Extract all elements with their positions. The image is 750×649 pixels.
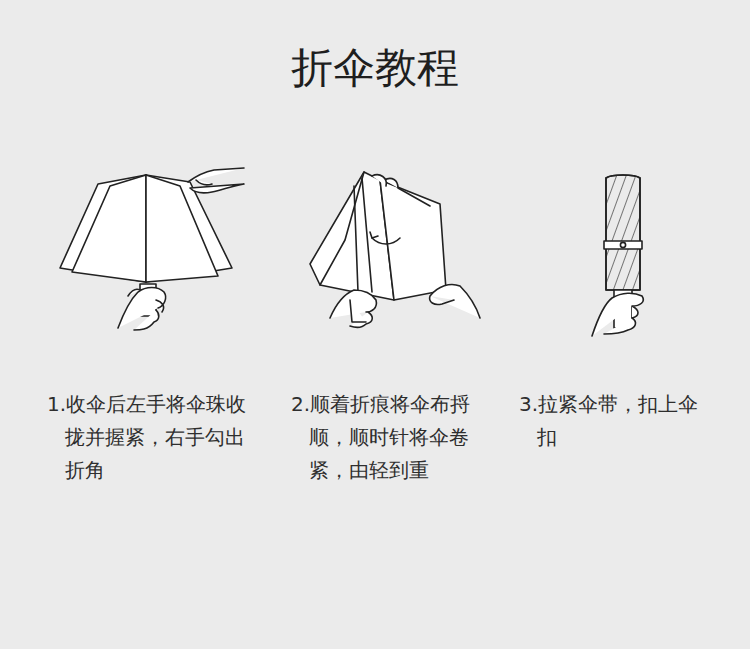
step-caption: 2.顺着折痕将伞布捋顺，顺时针将伞卷紧，由轻到重: [291, 388, 483, 487]
step-caption: 1.收伞后左手将伞珠收拢并握紧，右手勾出折角: [47, 388, 259, 487]
step2-illustration: [310, 172, 480, 327]
step3-illustration: [592, 175, 643, 336]
step1-illustration: [60, 168, 244, 330]
page-title: 折伞教程: [291, 43, 459, 93]
step-caption: 3.拉紧伞带，扣上伞扣: [519, 388, 711, 454]
